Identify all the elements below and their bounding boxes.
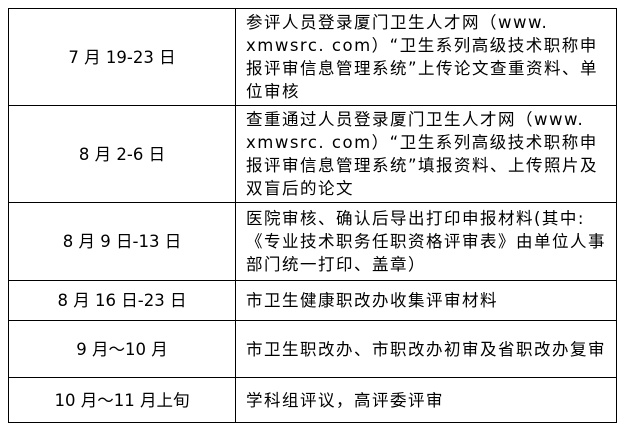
description-cell: 参评人员登录厦门卫生人才网（www. xmwsrc. com）“卫生系列高级技术… bbox=[235, 8, 617, 106]
description-cell: 学科组评议，高评委评审 bbox=[235, 377, 617, 423]
date-cell: 8 月 9 日-13 日 bbox=[8, 202, 236, 281]
table-row: 10 月～11 月上旬 学科组评议，高评委评审 bbox=[8, 377, 617, 423]
table-row: 7 月 19-23 日 参评人员登录厦门卫生人才网（www. xmwsrc. c… bbox=[8, 8, 617, 106]
date-cell: 7 月 19-23 日 bbox=[8, 8, 236, 106]
date-cell: 9 月～10 月 bbox=[8, 320, 236, 378]
description-cell: 市卫生健康职改办收集评审材料 bbox=[235, 280, 617, 321]
table-row: 9 月～10 月 市卫生职改办、市职改办初审及省职改办复审 bbox=[8, 320, 617, 378]
description-cell: 医院审核、确认后导出打印申报材料(其中:《专业技术职务任职资格评审表》由单位人事… bbox=[235, 202, 617, 281]
table-row: 8 月 9 日-13 日 医院审核、确认后导出打印申报材料(其中:《专业技术职务… bbox=[8, 202, 617, 281]
table-row: 8 月 2-6 日 查重通过人员登录厦门卫生人才网（www. xmwsrc. c… bbox=[8, 105, 617, 203]
description-cell: 市卫生职改办、市职改办初审及省职改办复审 bbox=[235, 320, 617, 378]
date-cell: 8 月 16 日-23 日 bbox=[8, 280, 236, 321]
date-cell: 8 月 2-6 日 bbox=[8, 105, 236, 203]
schedule-table: 7 月 19-23 日 参评人员登录厦门卫生人才网（www. xmwsrc. c… bbox=[8, 8, 617, 423]
table-row: 8 月 16 日-23 日 市卫生健康职改办收集评审材料 bbox=[8, 280, 617, 321]
date-cell: 10 月～11 月上旬 bbox=[8, 377, 236, 423]
description-cell: 查重通过人员登录厦门卫生人才网（www. xmwsrc. com）“卫生系列高级… bbox=[235, 105, 617, 203]
